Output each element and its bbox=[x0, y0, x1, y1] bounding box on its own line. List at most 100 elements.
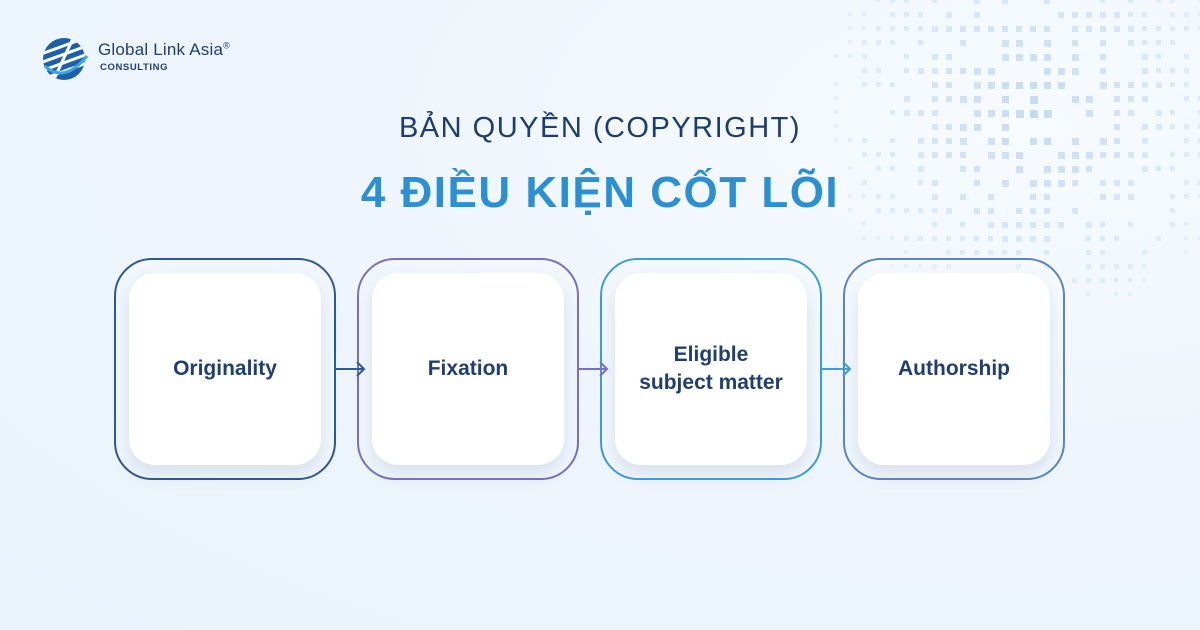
globe-dot bbox=[960, 138, 967, 145]
globe-dot bbox=[890, 12, 895, 17]
globe-dot bbox=[1142, 54, 1148, 60]
globe-dot bbox=[974, 12, 980, 18]
globe-dot bbox=[862, 82, 867, 87]
globe-dot bbox=[1016, 82, 1023, 89]
globe-dot bbox=[1058, 152, 1065, 159]
globe-dot bbox=[1198, 124, 1200, 129]
globe-dot bbox=[1128, 12, 1133, 17]
globe-dot bbox=[988, 138, 995, 145]
globe-dot bbox=[1184, 180, 1189, 185]
globe-dot bbox=[1086, 12, 1092, 18]
globe-dot bbox=[1030, 222, 1036, 228]
globe-dot bbox=[1044, 180, 1051, 187]
globe-dot bbox=[1002, 236, 1008, 242]
globe-dot bbox=[1142, 278, 1146, 282]
globe-dot bbox=[1100, 54, 1106, 60]
globe-dot bbox=[1072, 278, 1077, 283]
globe-dot bbox=[876, 26, 881, 31]
globe-dot bbox=[1030, 236, 1036, 242]
globe-dot bbox=[1170, 124, 1175, 129]
globe-dot bbox=[960, 124, 967, 131]
globe-dot bbox=[1156, 236, 1161, 241]
globe-dot bbox=[974, 96, 981, 103]
globe-dot bbox=[1100, 194, 1106, 200]
globe-dot bbox=[1114, 194, 1120, 200]
globe-dot bbox=[1114, 292, 1118, 296]
globe-dot bbox=[1016, 222, 1022, 228]
globe-dot bbox=[1002, 96, 1009, 103]
globe-dot bbox=[1198, 152, 1200, 157]
globe-dot bbox=[1044, 54, 1051, 61]
globe-dot bbox=[1114, 110, 1120, 116]
globe-dot bbox=[1002, 222, 1008, 228]
globe-dot bbox=[918, 180, 923, 185]
globe-dot bbox=[1044, 250, 1049, 255]
globe-dot bbox=[1072, 152, 1079, 159]
globe-dot bbox=[1184, 138, 1189, 143]
globe-dot bbox=[974, 208, 980, 214]
step-label: Eligible subject matter bbox=[633, 341, 789, 397]
globe-dot bbox=[1156, 124, 1162, 130]
globe-dot bbox=[1044, 68, 1051, 75]
globe-dot bbox=[1044, 26, 1050, 32]
globe-dot bbox=[1142, 152, 1148, 158]
globe-dot bbox=[1086, 236, 1091, 241]
globe-dot bbox=[1100, 26, 1106, 32]
globe-dot bbox=[932, 222, 937, 227]
globe-dot bbox=[890, 264, 894, 268]
globe-dot bbox=[974, 26, 980, 32]
globe-dot bbox=[988, 222, 994, 228]
globe-dot bbox=[1170, 208, 1175, 213]
globe-dot bbox=[1058, 180, 1065, 187]
globe-dot bbox=[1002, 250, 1007, 255]
globe-dot bbox=[1072, 54, 1079, 61]
globe-dot bbox=[988, 82, 995, 89]
globe-dot bbox=[1044, 110, 1052, 118]
globe-dot bbox=[932, 194, 938, 200]
globe-dot bbox=[1086, 26, 1092, 32]
arrow-icon bbox=[336, 361, 366, 377]
globe-dot bbox=[904, 26, 909, 31]
globe-dot bbox=[1128, 292, 1132, 296]
globe-dot bbox=[1128, 40, 1134, 46]
globe-dot bbox=[1044, 138, 1051, 145]
globe-dot bbox=[1156, 68, 1161, 73]
globe-logo-icon bbox=[43, 38, 89, 80]
globe-dot bbox=[946, 250, 951, 255]
globe-dot bbox=[946, 124, 952, 130]
globe-dot bbox=[1114, 12, 1120, 18]
globe-dot bbox=[1156, 110, 1162, 116]
step-card-eligible-subject-matter: Eligible subject matter bbox=[600, 258, 822, 480]
globe-dot bbox=[1030, 54, 1037, 61]
globe-dot bbox=[1184, 222, 1188, 226]
globe-dot bbox=[918, 26, 923, 31]
globe-dot bbox=[1156, 0, 1161, 3]
globe-dot bbox=[1156, 54, 1161, 59]
globe-dot bbox=[848, 194, 852, 198]
globe-dot bbox=[1002, 82, 1009, 89]
globe-dot bbox=[904, 0, 909, 3]
globe-dot bbox=[1002, 0, 1008, 4]
globe-dot bbox=[834, 54, 838, 58]
globe-dot bbox=[946, 264, 951, 269]
globe-dot bbox=[890, 40, 895, 45]
globe-dot bbox=[862, 68, 867, 73]
step-label-line: subject matter bbox=[639, 371, 783, 394]
globe-dot bbox=[946, 138, 952, 144]
globe-dot bbox=[1044, 194, 1050, 200]
globe-dot bbox=[834, 110, 838, 114]
globe-dot bbox=[1128, 110, 1134, 116]
globe-dot bbox=[1072, 208, 1078, 214]
globe-dot bbox=[890, 110, 895, 115]
globe-dot bbox=[974, 166, 980, 172]
globe-dot bbox=[918, 236, 923, 241]
globe-dot bbox=[1100, 180, 1106, 186]
globe-dot bbox=[932, 208, 937, 213]
globe-dot bbox=[1198, 236, 1200, 240]
step-label: Authorship bbox=[898, 357, 1010, 380]
globe-dot bbox=[1072, 96, 1079, 103]
globe-dot bbox=[1170, 110, 1175, 115]
globe-dot bbox=[1016, 54, 1023, 61]
globe-dot bbox=[974, 250, 979, 255]
globe-dot bbox=[1198, 12, 1200, 16]
